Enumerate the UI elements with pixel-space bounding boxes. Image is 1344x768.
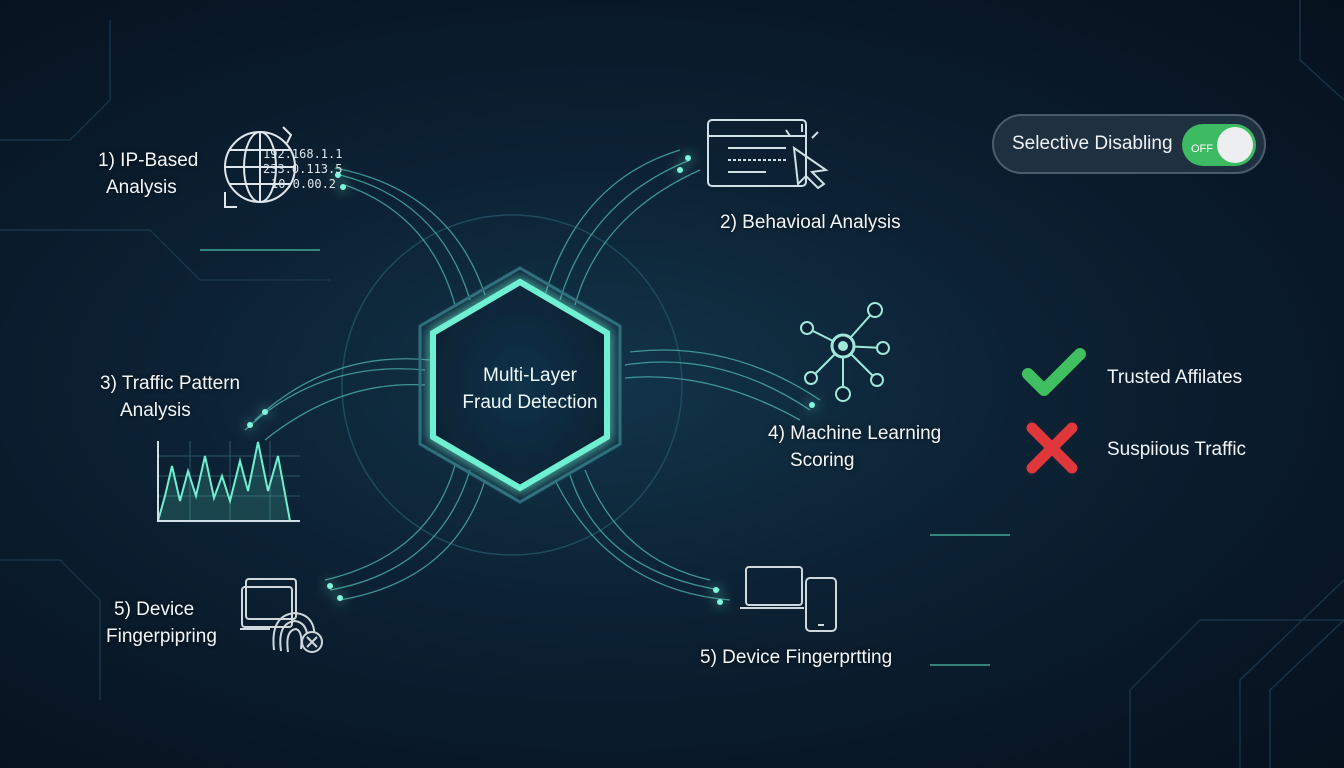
x-icon: [1026, 422, 1078, 474]
glow-dots: [247, 155, 815, 605]
layer-label-line1: 3) Traffic Pattern: [100, 373, 241, 394]
selective-disabling-toggle[interactable]: Selective Disabling OFF: [992, 114, 1266, 174]
ip-address: 10.0.00.2: [271, 177, 337, 191]
globe-ip-icon: [224, 126, 296, 208]
toggle-state: OFF: [1191, 143, 1213, 155]
legend-trusted-label: Trusted Affilates: [1107, 367, 1243, 388]
click-panel-icon: [707, 119, 829, 190]
layer-label-line1: 1) IP-Based: [98, 150, 199, 171]
layer-ip-based-label: 1) IP-Based Analysis: [98, 147, 198, 201]
layer-label-line2: Analysis: [120, 400, 191, 421]
layer-label-line2: Analysis: [106, 177, 177, 198]
layer-traffic-pattern-label: 3) Traffic Pattern Analysis: [100, 370, 240, 424]
network-icon: [800, 302, 890, 402]
check-icon: [1022, 348, 1086, 396]
toggle-label: Selective Disabling: [1012, 133, 1173, 154]
layer-label-line2: Fingerpipring: [106, 626, 217, 647]
ip-address-list: 192.168.1.1 233.0.113.5 10.0.00.2: [263, 147, 342, 192]
ip-address: 233.0.113.5: [263, 162, 343, 176]
laptop-phone-icon: [740, 566, 837, 632]
center-title: Multi-Layer Fraud Detection: [430, 362, 630, 416]
fingerprint-device-icon: [240, 578, 323, 653]
layer-device-fingerprinting-left-label: 5) Device Fingerpipring: [106, 596, 217, 650]
toggle-switch[interactable]: OFF: [1182, 124, 1256, 166]
layer-behavioral-label: 2) Behavioal Analysis: [720, 212, 901, 233]
center-title-line1: Multi-Layer: [483, 365, 577, 386]
line-chart-icon: [156, 441, 300, 522]
toggle-knob[interactable]: [1217, 127, 1253, 163]
legend-suspicious-label: Suspiious Traffic: [1107, 439, 1247, 460]
center-title-line2: Fraud Detection: [462, 392, 598, 413]
orbit-ring: [341, 214, 683, 556]
connection-arcs: [244, 149, 821, 601]
layer-label-line1: 4) Machine Learning: [768, 423, 942, 444]
layer-label-line2: Scoring: [790, 450, 855, 471]
ip-address: 192.168.1.1: [263, 147, 343, 161]
layer-label-line1: 5) Device: [114, 599, 195, 620]
layer-ml-scoring-label: 4) Machine Learning Scoring: [768, 420, 941, 474]
center-hexagon: [430, 278, 610, 492]
layer-device-fingerprinting-right-label: 5) Device Fingerprtting: [700, 647, 893, 668]
